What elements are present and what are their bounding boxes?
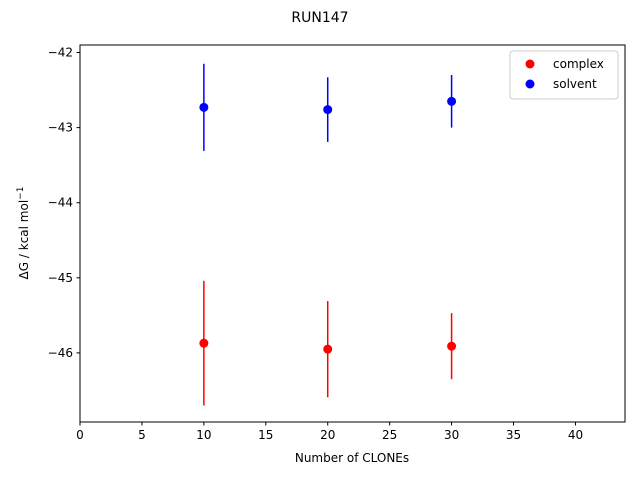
y-tick-label: −42 <box>48 46 73 60</box>
data-points <box>199 96 457 354</box>
x-axis-label: Number of CLONEs <box>295 451 409 465</box>
x-tick-label: 25 <box>382 428 397 442</box>
legend-marker-complex <box>525 59 535 69</box>
y-tick-label: −46 <box>48 346 73 360</box>
x-tick-label: 35 <box>506 428 521 442</box>
complex-point <box>199 338 209 348</box>
x-tick-label: 10 <box>196 428 211 442</box>
x-tick-label: 40 <box>568 428 583 442</box>
x-tick-label: 15 <box>258 428 273 442</box>
y-axis-label-superscript: −1 <box>16 187 26 200</box>
solvent-point <box>323 105 333 115</box>
y-tick-label: −45 <box>48 271 73 285</box>
solvent-point <box>447 96 457 106</box>
solvent-point <box>199 102 209 112</box>
legend: complex solvent <box>509 50 619 100</box>
x-tick-label: 30 <box>444 428 459 442</box>
plot-frame <box>79 44 626 423</box>
legend-label-solvent: solvent <box>553 77 597 91</box>
complex-point <box>323 344 333 354</box>
error-bars <box>203 63 453 406</box>
x-tick-label: 5 <box>138 428 146 442</box>
x-axis: 0 5 10 15 20 25 30 35 40 <box>76 422 583 442</box>
x-tick-label: 20 <box>320 428 335 442</box>
y-tick-label: −44 <box>48 196 73 210</box>
y-axis: −42 −43 −44 −45 −46 <box>48 46 80 360</box>
legend-box <box>509 50 619 100</box>
chart-title: RUN147 <box>291 10 348 26</box>
y-axis-label: ΔG / kcal mol−1 <box>16 187 31 280</box>
legend-marker-solvent <box>525 79 535 89</box>
complex-point <box>447 341 457 351</box>
y-tick-label: −43 <box>48 121 73 135</box>
x-tick-label: 0 <box>76 428 84 442</box>
legend-label-complex: complex <box>553 57 604 71</box>
